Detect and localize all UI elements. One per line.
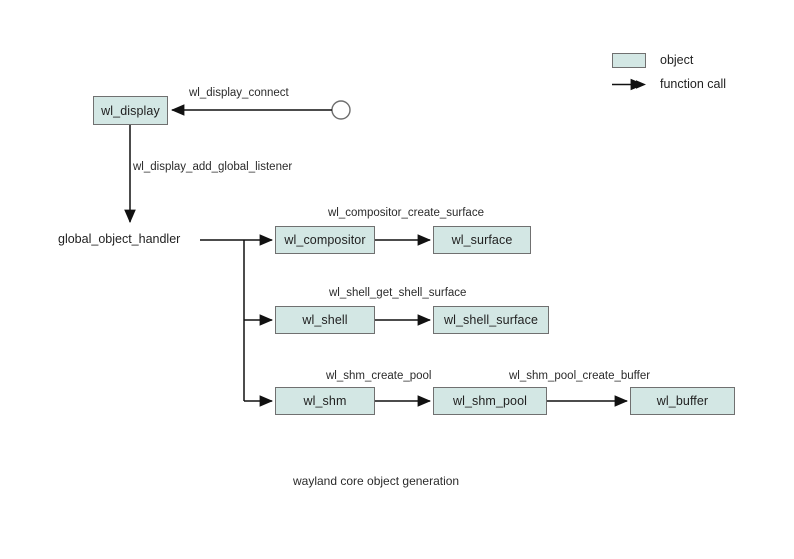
legend-label-object: object <box>660 53 694 67</box>
edge-label-wl-shm-create-pool: wl_shm_create_pool <box>326 370 432 382</box>
node-wl-shm-pool[interactable]: wl_shm_pool <box>433 387 547 415</box>
legend-item-object: object <box>612 48 782 72</box>
edge-label-wl-display-add-global-listener: wl_display_add_global_listener <box>133 161 293 173</box>
node-global-object-handler: global_object_handler <box>58 232 181 246</box>
edge-label-wl-display-connect: wl_display_connect <box>189 87 289 99</box>
legend-label-function-call: function call <box>660 77 727 91</box>
legend: object function call <box>612 48 782 96</box>
node-wl-shell-surface[interactable]: wl_shell_surface <box>433 306 549 334</box>
node-wl-compositor[interactable]: wl_compositor <box>275 226 375 254</box>
node-wl-display[interactable]: wl_display <box>93 96 168 125</box>
object-swatch-icon <box>612 52 646 68</box>
node-wl-shell[interactable]: wl_shell <box>275 306 375 334</box>
edge-label-wl-shm-pool-create-buffer: wl_shm_pool_create_buffer <box>509 370 651 382</box>
client-node-circle <box>331 100 351 120</box>
node-wl-buffer[interactable]: wl_buffer <box>630 387 735 415</box>
node-wl-surface[interactable]: wl_surface <box>433 226 531 254</box>
function-call-arrow-icon <box>612 78 646 90</box>
legend-item-function-call: function call <box>612 72 782 96</box>
node-wl-shm[interactable]: wl_shm <box>275 387 375 415</box>
edge-label-wl-compositor-create-surface: wl_compositor_create_surface <box>328 207 484 219</box>
diagram-caption: wayland core object generation <box>293 474 460 488</box>
edge-label-wl-shell-get-shell-surface: wl_shell_get_shell_surface <box>329 287 467 299</box>
